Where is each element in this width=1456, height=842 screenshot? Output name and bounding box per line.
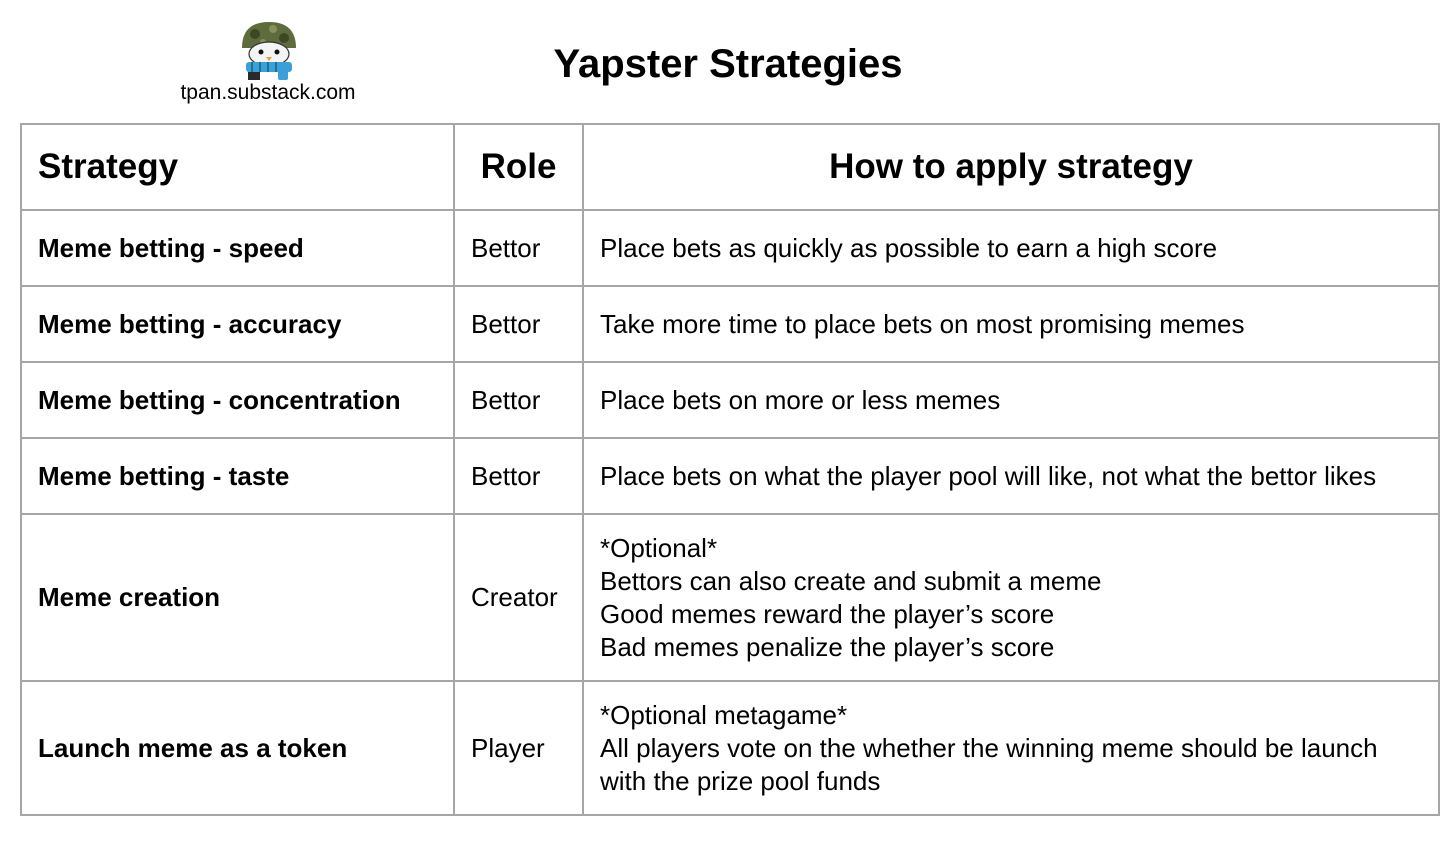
site-url: tpan.substack.com [180, 81, 356, 104]
how-line: Good memes reward the player’s score [600, 598, 1055, 629]
role-cell: Creator [453, 513, 584, 682]
how-cell: Place bets on more or less memes [582, 361, 1440, 439]
strategies-table: Strategy Role How to apply strategy Meme… [20, 123, 1440, 816]
how-cell: *Optional* Bettors can also create and s… [582, 513, 1440, 682]
column-header-strategy: Strategy [20, 123, 455, 211]
table-row: Launch meme as a token Player *Optional … [20, 680, 1440, 816]
how-line: Take more time to place bets on most pro… [600, 308, 1245, 339]
strategy-cell: Meme betting - accuracy [20, 285, 455, 363]
how-line: Place bets as quickly as possible to ear… [600, 232, 1218, 263]
role-cell: Bettor [453, 437, 584, 515]
table-row: Meme betting - concentration Bettor Plac… [20, 361, 1440, 439]
how-cell: Place bets as quickly as possible to ear… [582, 209, 1440, 287]
strategy-cell: Meme betting - speed [20, 209, 455, 287]
role-cell: Bettor [453, 361, 584, 439]
how-line: Place bets on what the player pool will … [600, 460, 1377, 491]
column-header-how: How to apply strategy [582, 123, 1440, 211]
column-header-role: Role [453, 123, 584, 211]
how-cell: Take more time to place bets on most pro… [582, 285, 1440, 363]
table-row: Meme betting - taste Bettor Place bets o… [20, 437, 1440, 515]
how-line: *Optional* [600, 532, 718, 563]
strategy-cell: Meme betting - concentration [20, 361, 455, 439]
penguin-logo-icon [228, 18, 310, 80]
how-line: Place bets on more or less memes [600, 384, 1001, 415]
table-header-row: Strategy Role How to apply strategy [20, 123, 1440, 211]
how-line: All players vote on the whether the winn… [600, 732, 1378, 796]
strategy-cell: Meme creation [20, 513, 455, 682]
role-cell: Player [453, 680, 584, 816]
table-row: Meme creation Creator *Optional* Bettors… [20, 513, 1440, 682]
how-cell: Place bets on what the player pool will … [582, 437, 1440, 515]
how-line: Bad memes penalize the player’s score [600, 631, 1055, 662]
how-cell: *Optional metagame* All players vote on … [582, 680, 1440, 816]
strategy-cell: Meme betting - taste [20, 437, 455, 515]
role-cell: Bettor [453, 209, 584, 287]
strategy-cell: Launch meme as a token [20, 680, 455, 816]
how-line: Bettors can also create and submit a mem… [600, 565, 1102, 596]
table-row: Meme betting - accuracy Bettor Take more… [20, 285, 1440, 363]
table-row: Meme betting - speed Bettor Place bets a… [20, 209, 1440, 287]
page-title: Yapster Strategies [553, 42, 903, 86]
role-cell: Bettor [453, 285, 584, 363]
how-line: *Optional metagame* [600, 699, 848, 730]
